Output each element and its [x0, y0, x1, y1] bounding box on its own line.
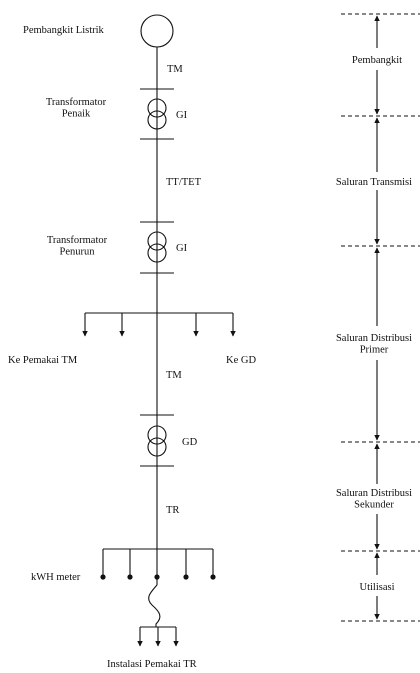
step-up-transformer-symbol: [147, 98, 167, 130]
section-label-generation: Pembangkit: [352, 55, 402, 66]
bus-bars: [140, 88, 174, 467]
generator-label: Pembangkit Listrik: [23, 25, 105, 36]
tr-installation-label: Instalasi Pemakai TR: [107, 659, 197, 670]
kwh-meter-bus: [100, 548, 216, 580]
tr-installation-branches: [137, 626, 179, 647]
generator-symbol: [140, 14, 174, 48]
gi-top-label: GI: [176, 110, 188, 121]
tr-label: TR: [166, 505, 179, 516]
section-ruler: Pembangkit Saluran Transmisi Saluran Dis…: [336, 13, 420, 622]
gd-label: GD: [182, 437, 198, 448]
to-gd-label: Ke GD: [226, 355, 256, 366]
primary-feeders: [82, 312, 236, 337]
section-label-utilization: Utilisasi: [359, 582, 394, 593]
kwh-meter-label: kWH meter: [31, 572, 81, 583]
tt-tet-label: TT/TET: [166, 177, 202, 188]
service-cable: [148, 584, 161, 627]
to-tm-consumer-label: Ke Pemakai TM: [8, 355, 78, 366]
section-label-transmission: Saluran Transmisi: [336, 177, 412, 188]
tm-middle-label: TM: [166, 370, 182, 381]
tm-top-label: TM: [167, 64, 183, 75]
gd-transformer-symbol: [147, 425, 167, 457]
step-down-transformer-symbol: [147, 231, 167, 263]
gi-bottom-label: GI: [176, 243, 188, 254]
